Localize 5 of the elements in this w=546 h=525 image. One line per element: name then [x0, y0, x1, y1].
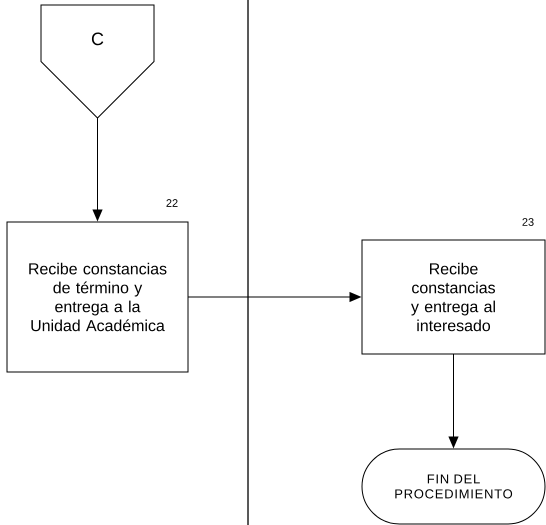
- step-number: 22: [166, 199, 178, 207]
- process-box: Recibe constancias de término y entrega a la Unidad Académica: [6, 222, 188, 372]
- process-box: Recibe constancias y entrega al interesado: [362, 240, 546, 354]
- off-page-connector: C: [40, 4, 154, 119]
- step-number: 23: [522, 218, 534, 226]
